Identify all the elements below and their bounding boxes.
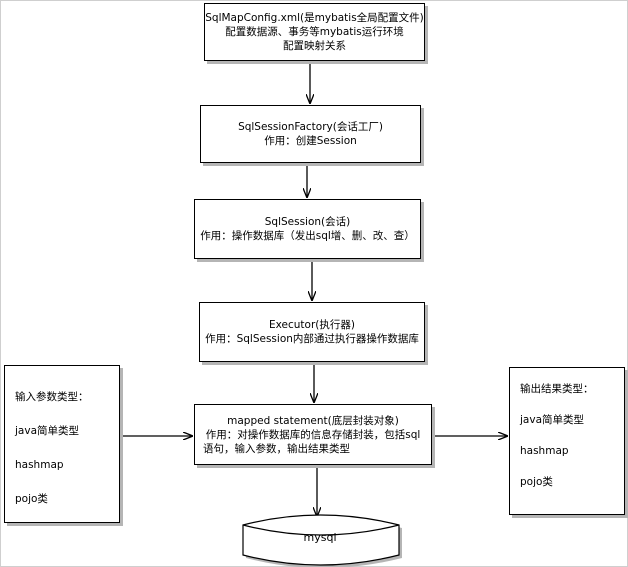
executor-title: Executor(执行器) — [269, 319, 355, 331]
sqlmapconfig-box: SqlMapConfig.xml(是mybatis全局配置文件) 配置数据源、事… — [204, 3, 425, 61]
sqlmapconfig-line-2: 配置数据源、事务等mybatis运行环境 — [225, 26, 404, 38]
mysql-label: mysql — [303, 531, 337, 544]
executor-box: Executor(执行器) 作用：SqlSession内部通过执行器操作数据库 — [199, 302, 425, 362]
executor-desc: 作用：SqlSession内部通过执行器操作数据库 — [205, 333, 419, 345]
output-types-box: 输出结果类型： java简单类型 hashmap pojo类 — [509, 367, 625, 515]
input-types-title: 输入参数类型： — [15, 391, 89, 403]
sqlsession-desc: 作用：操作数据库（发出sql增、删、改、查） — [200, 230, 415, 242]
sqlsessionfactory-box: SqlSessionFactory(会话工厂) 作用：创建Session — [200, 105, 421, 163]
mapped-statement-desc-2: 语句，输入参数，输出结果类型 — [203, 442, 350, 455]
database-cylinder — [242, 514, 402, 567]
input-types-box: 输入参数类型： java简单类型 hashmap pojo类 — [4, 365, 120, 523]
output-type-java: java简单类型 — [520, 414, 584, 426]
sqlsession-box: SqlSession(会话) 作用：操作数据库（发出sql增、删、改、查） — [194, 199, 421, 259]
input-type-hashmap: hashmap — [15, 459, 64, 471]
mapped-statement-desc-1: 作用：对操作数据库的信息存储封装，包括sql — [205, 428, 421, 441]
input-type-java: java简单类型 — [15, 425, 79, 437]
mapped-statement-box: mapped statement(底层封装对象) 作用：对操作数据库的信息存储封… — [194, 404, 432, 465]
mapped-statement-title: mapped statement(底层封装对象) — [227, 414, 399, 427]
sqlmapconfig-title: SqlMapConfig.xml(是mybatis全局配置文件) — [205, 12, 424, 24]
sqlsession-title: SqlSession(会话) — [264, 216, 351, 228]
input-type-pojo: pojo类 — [15, 493, 48, 505]
output-type-hashmap: hashmap — [520, 445, 569, 457]
output-type-pojo: pojo类 — [520, 476, 553, 488]
sqlsessionfactory-desc: 作用：创建Session — [264, 135, 357, 147]
sqlmapconfig-line-3: 配置映射关系 — [283, 40, 346, 52]
output-types-title: 输出结果类型： — [520, 383, 594, 395]
sqlsessionfactory-title: SqlSessionFactory(会话工厂) — [238, 121, 383, 133]
